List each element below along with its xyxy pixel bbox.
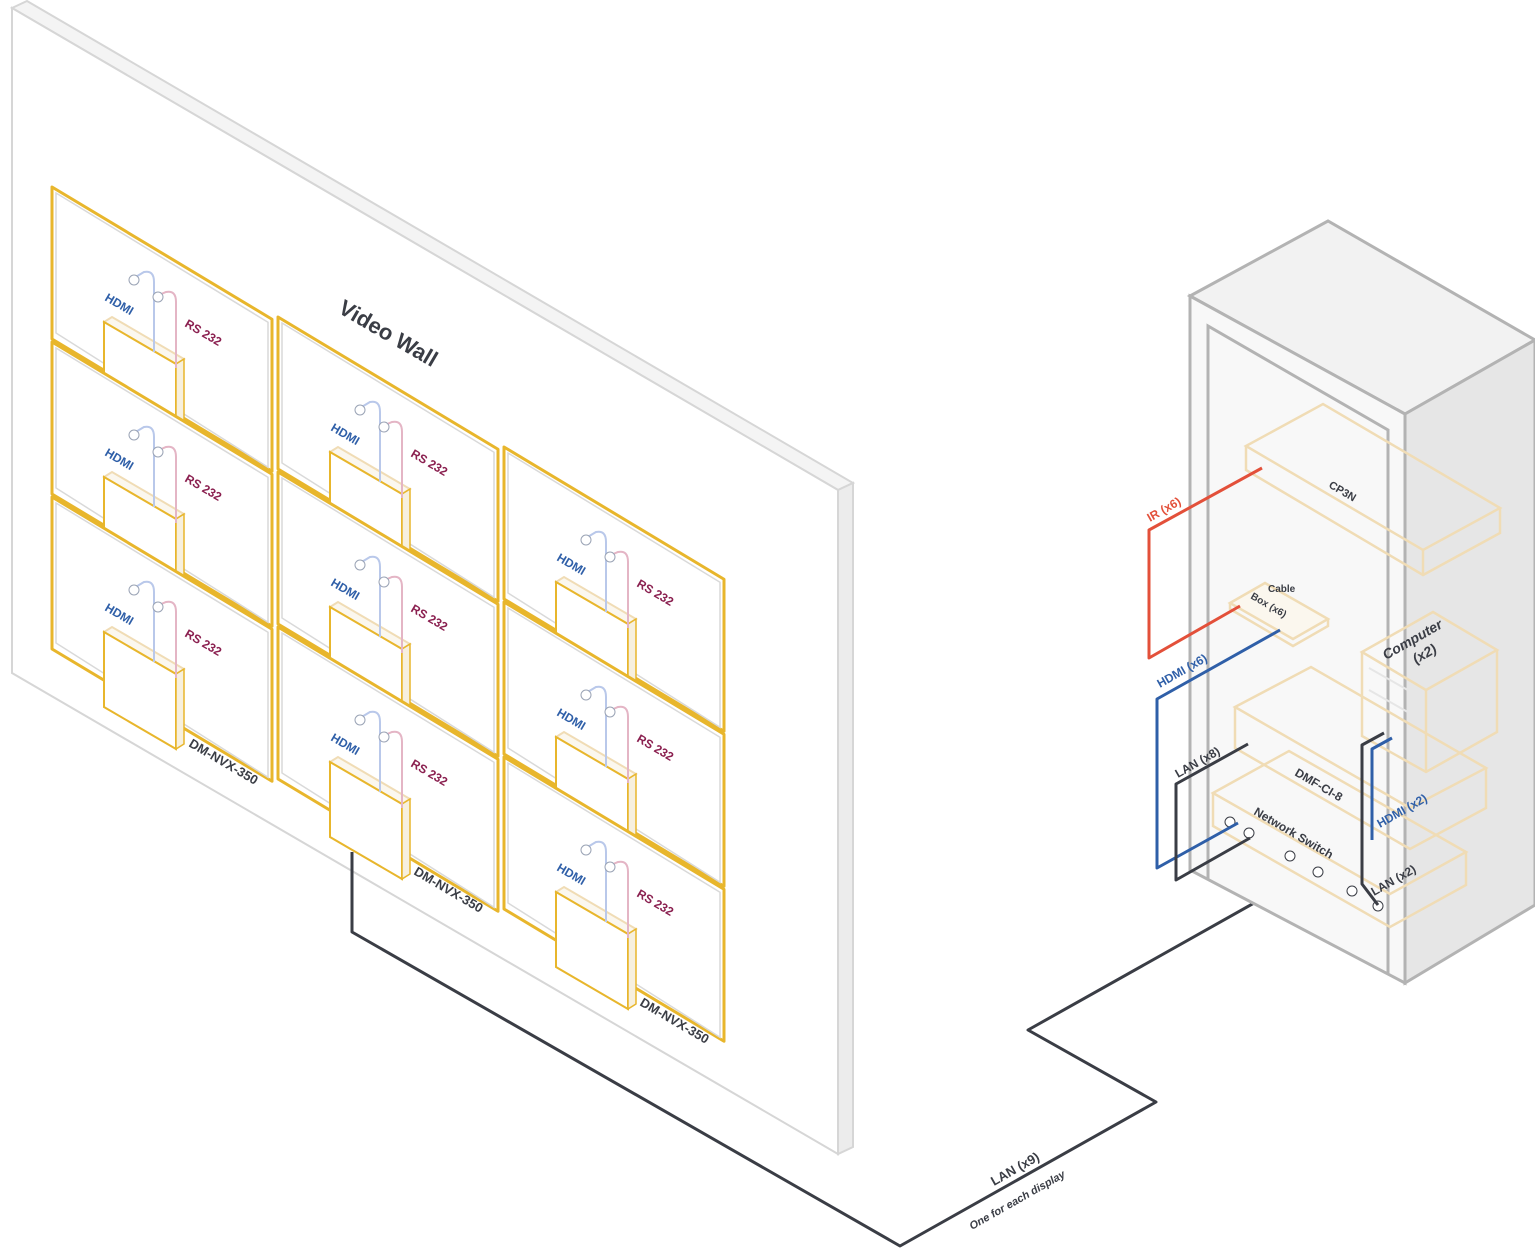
lan-dmf-cable (1174, 742, 1251, 882)
lan-computer-cable (1360, 731, 1385, 906)
lan-main-cable (350, 852, 1321, 1248)
ir-label: IR (x6) (1145, 494, 1184, 524)
computer-device (1359, 610, 1500, 774)
hdmi-computer-cable (1370, 736, 1393, 840)
cable-box-device (1227, 581, 1331, 648)
hdmi-box-cable (1155, 628, 1281, 870)
ir-cable (1147, 466, 1263, 660)
cable-box-label: Cable (1268, 584, 1296, 595)
network-switch-device (1210, 749, 1469, 929)
equipment-rack (1186, 219, 1535, 986)
cp3n-device (1243, 402, 1503, 577)
dmf-ci-8-device (1232, 665, 1489, 851)
